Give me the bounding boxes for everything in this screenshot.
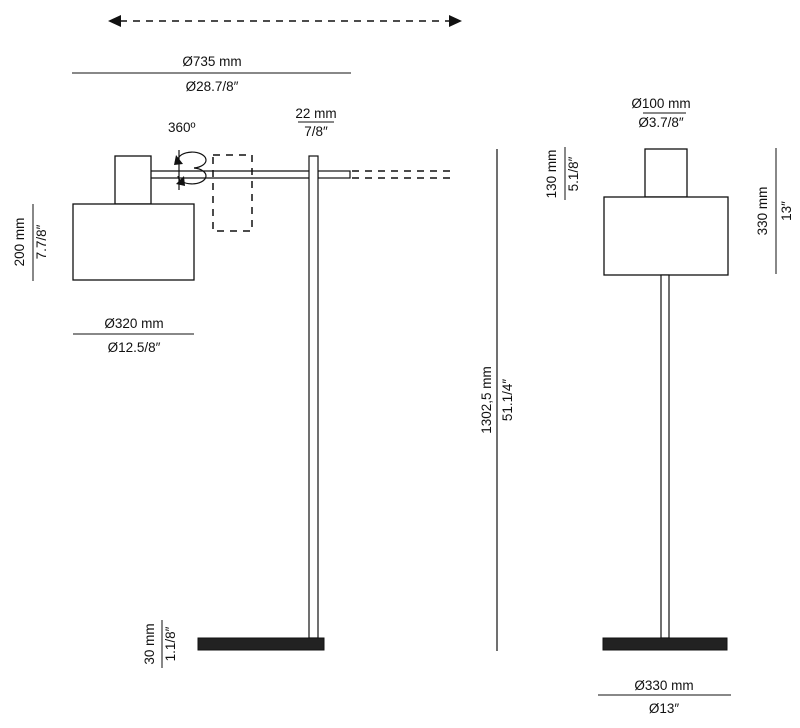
cap-diameter-metric-label: Ø100 mm bbox=[631, 96, 690, 111]
arm-extension bbox=[317, 170, 351, 179]
head-height-imperial-label: 13″ bbox=[779, 201, 794, 221]
reach-metric-label: Ø735 mm bbox=[182, 54, 241, 69]
cap-height-imperial-label: 5.1/8″ bbox=[566, 156, 581, 191]
shade-diameter-metric-label: Ø320 mm bbox=[104, 316, 163, 331]
total-height-imperial-label: 51.1/4″ bbox=[500, 379, 515, 422]
tube-imperial-label: 7/8″ bbox=[304, 124, 328, 139]
arrow-head-left-icon bbox=[108, 15, 121, 27]
rotation-arrow-icon bbox=[174, 150, 207, 190]
cap-height-dimension: 130 mm 5.1/8″ bbox=[544, 147, 581, 200]
reach-imperial-label: Ø28.7/8″ bbox=[186, 79, 239, 94]
cap-diameter-imperial-label: Ø3.7/8″ bbox=[638, 115, 684, 130]
head-height-dimension: 330 mm 13″ bbox=[755, 148, 794, 274]
front-shade-cap bbox=[644, 148, 688, 198]
base-height-metric-label: 30 mm bbox=[142, 623, 157, 664]
shade-height-metric-label: 200 mm bbox=[12, 218, 27, 267]
side-view: Ø735 mm Ø28.7/8″ 360º 22 mm 7/8″ bbox=[12, 15, 515, 668]
reach-arrow bbox=[108, 15, 462, 27]
rotation-label: 360º bbox=[168, 120, 196, 135]
ghost-shade-position bbox=[212, 154, 253, 232]
front-lamp-shade bbox=[603, 196, 729, 276]
front-lamp-pole bbox=[660, 274, 670, 639]
shade-diameter-imperial-label: Ø12.5/8″ bbox=[108, 340, 161, 355]
lamp-shade bbox=[72, 203, 195, 281]
base-diameter-metric-label: Ø330 mm bbox=[634, 678, 693, 693]
base-diameter-imperial-label: Ø13″ bbox=[649, 701, 680, 716]
lamp-base bbox=[197, 637, 325, 651]
lamp-pole bbox=[308, 155, 319, 639]
shade-height-imperial-label: 7.7/8″ bbox=[34, 224, 49, 259]
cap-height-metric-label: 130 mm bbox=[544, 150, 559, 199]
tube-metric-label: 22 mm bbox=[295, 106, 336, 121]
base-height-dimension: 30 mm 1.1/8″ bbox=[142, 620, 178, 668]
front-view: Ø100 mm Ø3.7/8″ 130 mm 5.1/8″ 330 mm 13″… bbox=[544, 96, 794, 716]
arrow-head-right-icon bbox=[449, 15, 462, 27]
total-height-metric-label: 1302,5 mm bbox=[479, 366, 494, 434]
head-height-metric-label: 330 mm bbox=[755, 187, 770, 236]
shade-cap bbox=[114, 155, 152, 205]
shade-height-dimension: 200 mm 7.7/8″ bbox=[12, 204, 49, 281]
front-lamp-base bbox=[602, 637, 728, 651]
base-height-imperial-label: 1.1/8″ bbox=[163, 626, 178, 661]
